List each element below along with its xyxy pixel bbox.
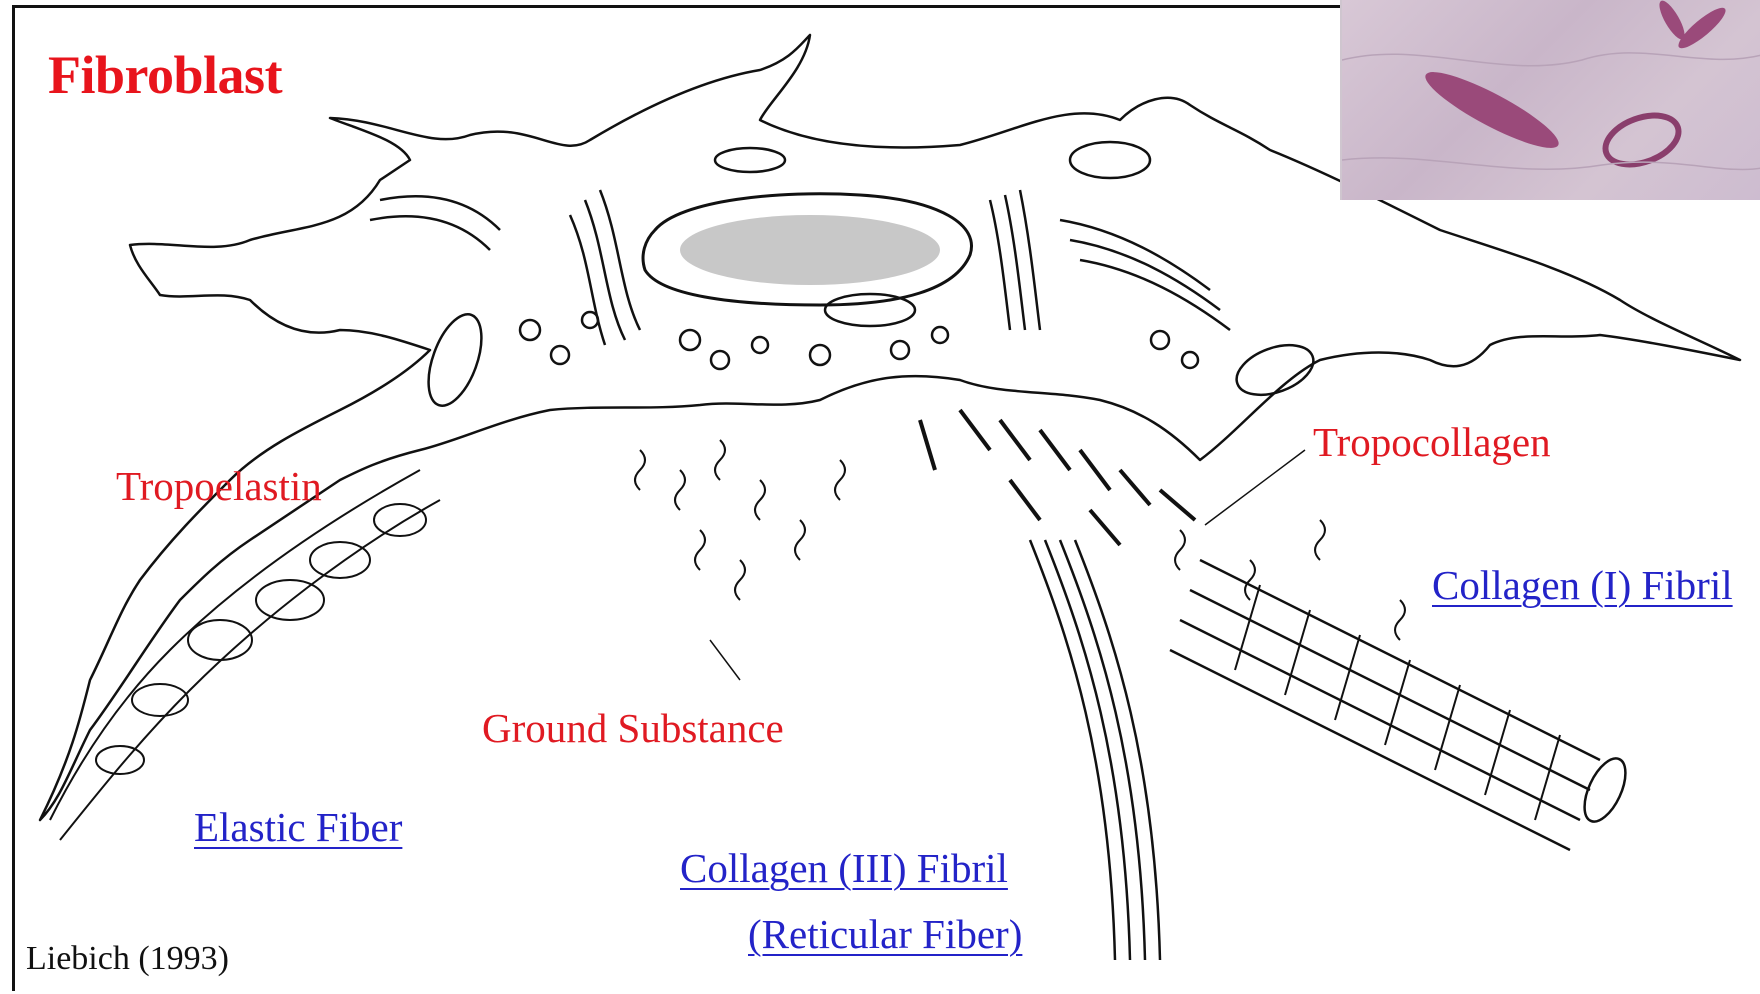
tropocollagen-leader (1205, 450, 1305, 525)
cell-shape (1418, 61, 1565, 160)
micrograph-inset (1340, 0, 1760, 200)
label-tropocollagen: Tropocollagen (1313, 418, 1551, 466)
label-ground-substance: Ground Substance (482, 704, 784, 752)
nucleus-chromatin (680, 215, 940, 285)
label-tropoelastin: Tropoelastin (116, 462, 322, 510)
cell-shape (1655, 0, 1689, 43)
diagram-title: Fibroblast (48, 44, 282, 106)
link-reticular-fiber[interactable]: (Reticular Fiber) (748, 910, 1022, 958)
link-collagen-iii-fibril[interactable]: Collagen (III) Fibril (680, 844, 1008, 892)
tropocollagen-drawing (920, 410, 1195, 545)
source-credit: Liebich (1993) (26, 940, 229, 978)
leader-lines (710, 450, 1305, 680)
link-elastic-fiber[interactable]: Elastic Fiber (194, 803, 402, 851)
link-collagen-i-fibril[interactable]: Collagen (I) Fibril (1432, 561, 1733, 609)
reticular-fiber-drawing (1030, 540, 1160, 960)
elastic-fiber-drawing (50, 470, 440, 840)
ground-substance-drawing (635, 440, 1405, 640)
ground-substance-leader (710, 640, 740, 680)
